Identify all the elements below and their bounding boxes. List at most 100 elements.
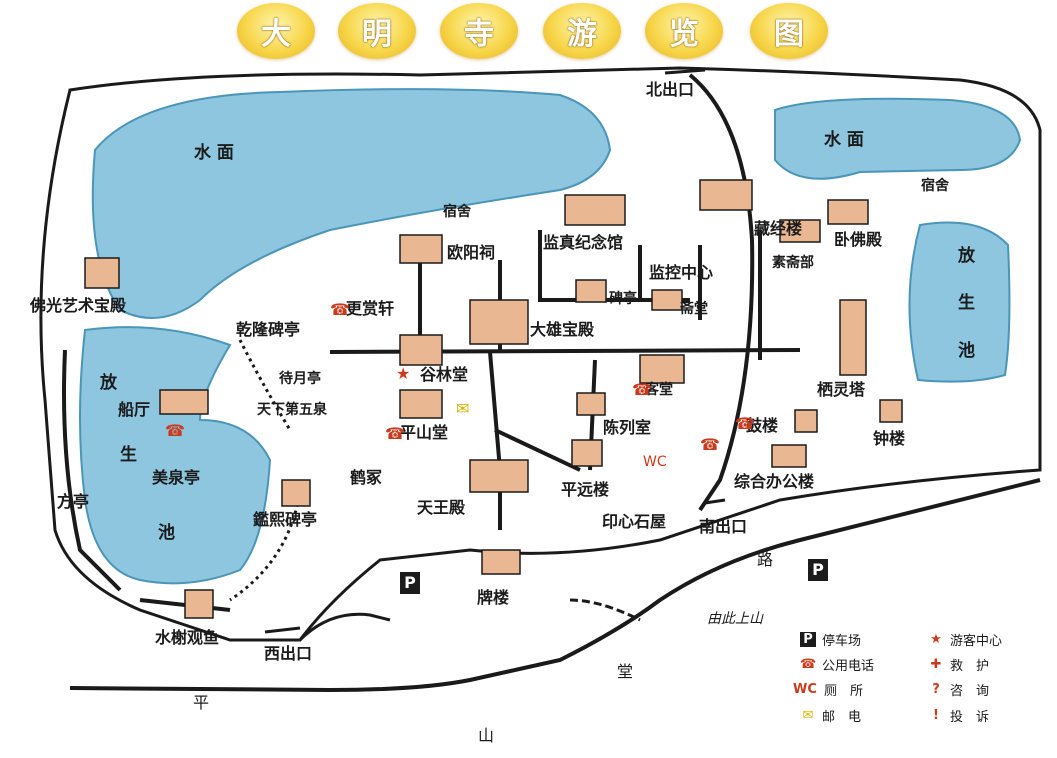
legend-item-phone: ☎ 公用电话 bbox=[800, 655, 874, 674]
south-exit-label[interactable]: 南出口 bbox=[699, 517, 748, 536]
phone-icon[interactable]: ☎ bbox=[632, 380, 652, 399]
phone-icon[interactable]: ☎ bbox=[385, 424, 405, 443]
qianlong-label[interactable]: 乾隆碑亭 bbox=[236, 320, 301, 339]
building-shuixie bbox=[184, 589, 214, 619]
building-zhaitang bbox=[651, 289, 683, 311]
gates bbox=[264, 68, 726, 634]
pond-right-char-1: 放 bbox=[958, 246, 975, 266]
building-guest bbox=[639, 354, 685, 384]
drum-tower-label[interactable]: 鼓楼 bbox=[746, 416, 779, 435]
wc-label[interactable]: WC bbox=[643, 454, 667, 470]
building-jixi bbox=[281, 479, 311, 507]
daxiong-label[interactable]: 大雄宝殿 bbox=[530, 320, 595, 339]
jianzhen-label[interactable]: 监真纪念馆 bbox=[543, 233, 624, 252]
legend-item-parking: P 停车场 bbox=[800, 630, 861, 649]
pond-left-char-3: 池 bbox=[158, 523, 175, 543]
wc-icon: WC bbox=[793, 682, 817, 697]
pond-right-char-3: 池 bbox=[958, 341, 975, 361]
foguang-label[interactable]: 佛光艺术宝殿 bbox=[30, 296, 127, 315]
title-char-5: 览 bbox=[645, 3, 723, 59]
title-char-1: 大 bbox=[237, 3, 315, 59]
west-exit-label[interactable]: 西出口 bbox=[264, 644, 313, 663]
pingyuan-label[interactable]: 平远楼 bbox=[561, 480, 610, 499]
legend-label: 救 护 bbox=[950, 659, 990, 674]
sutra-dept-label[interactable]: 素斋部 bbox=[772, 255, 814, 271]
phone-icon[interactable]: ☎ bbox=[700, 435, 720, 454]
legend-item-mail: ✉ 邮 电 bbox=[800, 706, 861, 725]
phone-icon[interactable]: ☎ bbox=[330, 300, 350, 319]
building-foguang bbox=[84, 257, 120, 289]
legend-item-first-aid: ✚ 救 护 bbox=[928, 655, 989, 674]
building-pingyuan bbox=[571, 439, 603, 467]
yinxin-label[interactable]: 印心石屋 bbox=[602, 512, 667, 531]
legend-item-wc: WC 厕 所 bbox=[792, 680, 863, 699]
jixi-label[interactable]: 鑑熙碑亭 bbox=[253, 510, 318, 529]
park-boundary bbox=[39, 66, 1042, 642]
mail-icon: ✉ bbox=[802, 708, 814, 723]
building-pailou bbox=[481, 549, 521, 575]
building-pagoda bbox=[839, 299, 867, 376]
legend-label: 游客中心 bbox=[950, 634, 1003, 649]
gulin-label[interactable]: 谷林堂 bbox=[420, 365, 469, 384]
title-char-2: 明 bbox=[338, 3, 416, 59]
pingshan-tang-label[interactable]: 平山堂 bbox=[400, 423, 449, 442]
legend-label: 邮 电 bbox=[822, 710, 862, 725]
legend-label: 咨 询 bbox=[950, 684, 990, 699]
question-icon: ? bbox=[932, 682, 940, 697]
cangjing-label[interactable]: 藏经楼 bbox=[754, 219, 803, 238]
guest-hall-label[interactable]: 客堂 bbox=[645, 382, 673, 398]
phone-icon[interactable]: ☎ bbox=[165, 421, 185, 440]
parking-icon[interactable]: P bbox=[400, 572, 420, 594]
daimu-label[interactable]: 待月亭 bbox=[279, 371, 321, 387]
shuixie-label[interactable]: 水榭观鱼 bbox=[155, 628, 220, 647]
parking-icon[interactable]: P bbox=[808, 559, 828, 581]
qiling-pagoda-label[interactable]: 栖灵塔 bbox=[817, 380, 866, 399]
pingshan-xuan-label[interactable]: 更赏轩 bbox=[346, 299, 395, 318]
first-aid-icon: ✚ bbox=[930, 657, 942, 672]
dorm-top-right-label[interactable]: 宿舍 bbox=[921, 178, 949, 194]
building-stele bbox=[575, 279, 607, 303]
north-exit-label[interactable]: 北出口 bbox=[646, 80, 695, 99]
monitor-label[interactable]: 监控中心 bbox=[649, 263, 714, 282]
bell-tower-label[interactable]: 钟楼 bbox=[873, 429, 906, 448]
pailou-label[interactable]: 牌楼 bbox=[477, 588, 510, 607]
mail-icon[interactable]: ✉ bbox=[456, 399, 470, 418]
tianwang-label[interactable]: 天王殿 bbox=[417, 498, 466, 517]
parking-icon: P bbox=[800, 632, 816, 647]
ouyang-label[interactable]: 欧阳祠 bbox=[447, 243, 496, 262]
stele-pavilion-label[interactable]: 碑亭 bbox=[609, 291, 637, 307]
star-icon[interactable]: ★ bbox=[396, 364, 411, 383]
wofo-label[interactable]: 卧佛殿 bbox=[834, 230, 883, 249]
chuanting-label[interactable]: 船厅 bbox=[118, 400, 151, 419]
dorm-center-label[interactable]: 宿舍 bbox=[443, 204, 471, 220]
building-sutra bbox=[779, 219, 821, 243]
building-cangjing bbox=[699, 179, 753, 211]
meiquan-label[interactable]: 美泉亭 bbox=[152, 468, 201, 487]
building-gulin bbox=[399, 334, 443, 366]
highway bbox=[69, 478, 1041, 693]
phone-icon: ☎ bbox=[800, 657, 817, 672]
left-pond bbox=[79, 326, 272, 585]
phone-icon[interactable]: ☎ bbox=[735, 414, 755, 433]
title-char-3: 寺 bbox=[440, 3, 518, 59]
chenlie-label[interactable]: 陈列室 bbox=[603, 418, 652, 437]
building-jianzhen bbox=[564, 194, 626, 226]
title-char-4: 游 bbox=[543, 3, 621, 59]
hezhong-label[interactable]: 鹤冢 bbox=[350, 468, 383, 487]
pond-left-char-2: 生 bbox=[120, 445, 137, 465]
building-office bbox=[771, 444, 807, 468]
building-drum bbox=[794, 409, 818, 433]
tianxia-label[interactable]: 天下第五泉 bbox=[257, 402, 327, 418]
office-label[interactable]: 综合办公楼 bbox=[734, 472, 815, 491]
zhaitang-label[interactable]: 斋堂 bbox=[680, 301, 708, 317]
building-wofo bbox=[827, 199, 869, 225]
pond-right-char-2: 生 bbox=[958, 293, 975, 313]
from-here-label: 由此上山 bbox=[707, 611, 763, 627]
legend-item-complaint: ! 投 诉 bbox=[928, 706, 989, 725]
road-char-shan: 山 bbox=[478, 726, 495, 745]
building-chenlie bbox=[576, 392, 606, 416]
pond-left-char-1: 放 bbox=[100, 373, 117, 393]
buildings bbox=[84, 179, 903, 619]
fang-pavilion-label[interactable]: 方亭 bbox=[57, 492, 90, 511]
